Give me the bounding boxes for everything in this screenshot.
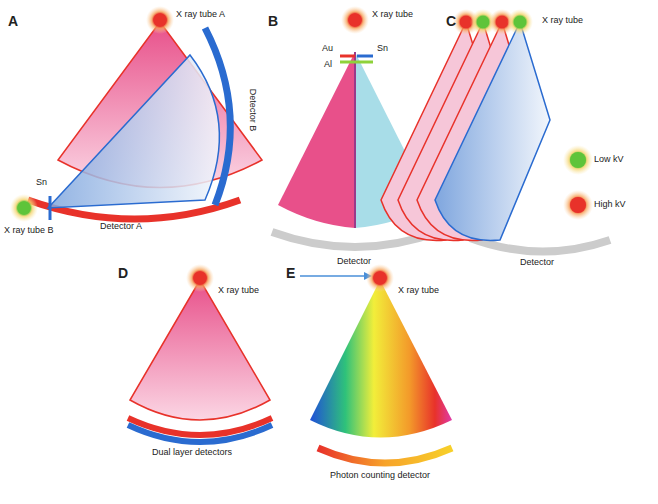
panel-letter: A <box>8 14 18 29</box>
filter-label: Sn <box>36 178 47 188</box>
panel-letter: D <box>118 266 128 281</box>
filter-label: Al <box>324 60 332 70</box>
filter-label: Sn <box>377 44 388 54</box>
tube-label: X ray tube <box>398 286 439 296</box>
legend-text: Low kV <box>594 155 624 165</box>
panel-letter: E <box>286 266 295 281</box>
legend-swatch <box>570 197 586 213</box>
tube-label: X ray tube <box>372 10 413 20</box>
tube-label: X ray tube A <box>176 10 225 20</box>
detector-label: Photon counting detector <box>330 471 430 481</box>
detector-label: Detector A <box>100 222 142 232</box>
panel-letter: C <box>446 14 456 29</box>
panel-letter: B <box>268 14 278 29</box>
filter-label: Au <box>322 44 333 54</box>
detector-label: Detector <box>520 258 554 268</box>
tube-label: X ray tube <box>218 286 259 296</box>
legend-text: High kV <box>594 200 626 210</box>
legend-swatch <box>570 152 586 168</box>
detector-label: Detector <box>337 257 371 267</box>
tube-label: X ray tube <box>542 16 583 26</box>
detector-label: Detector B <box>247 89 257 132</box>
detector-label: Dual layer detectors <box>152 448 232 458</box>
tube-label: X ray tube B <box>4 226 54 236</box>
